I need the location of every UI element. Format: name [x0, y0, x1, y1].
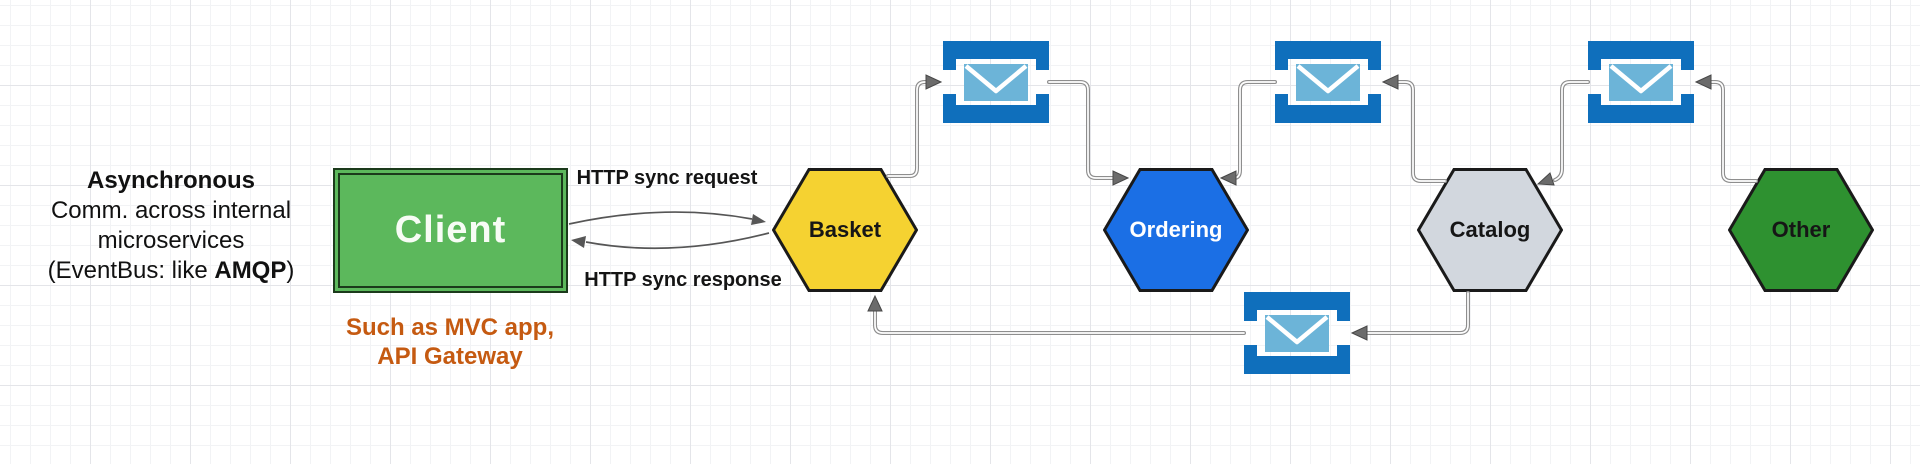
async-note-line4: (EventBus: like AMQP)	[47, 257, 295, 284]
service-node-other[interactable]: Other	[1728, 168, 1874, 292]
hexagon-shape	[772, 168, 918, 292]
arrowhead-icon	[1694, 74, 1712, 90]
envelope-flap	[1609, 64, 1673, 94]
service-node-basket[interactable]: Basket	[772, 168, 918, 292]
hexagon-shape	[1728, 168, 1874, 292]
arrowhead-icon	[571, 236, 586, 248]
http-sync-response-label: HTTP sync response	[584, 269, 782, 291]
envelope-icon	[1609, 64, 1673, 101]
envelope-icon	[1296, 64, 1360, 101]
bracket-bottom	[943, 94, 1049, 123]
envelope-icon	[1265, 315, 1329, 352]
edge-bus4-to-basket	[867, 294, 1246, 335]
client-node[interactable]: Client	[333, 168, 568, 293]
http-sync-request-label: HTTP sync request	[576, 167, 758, 189]
service-node-catalog[interactable]: Catalog	[1417, 168, 1563, 292]
bracket-top	[1244, 292, 1350, 321]
async-note-line2: Comm. across internal	[50, 197, 292, 224]
message-queue-icon[interactable]	[943, 41, 1049, 123]
edge-catalog-to-bus2	[1381, 74, 1447, 183]
service-label-ordering: Ordering	[1129, 217, 1223, 242]
async-note-line3: microservices	[97, 227, 245, 254]
arrowhead-icon	[867, 294, 883, 312]
envelope-flap	[1265, 315, 1329, 345]
service-node-ordering[interactable]: Ordering	[1103, 168, 1249, 292]
message-queue-icon[interactable]	[1588, 41, 1694, 123]
client-node-inner-border: Client	[338, 173, 563, 288]
edge-client-response-arc	[571, 232, 770, 250]
service-label-catalog: Catalog	[1449, 217, 1531, 242]
hexagon-shape	[1417, 168, 1563, 292]
bracket-bottom	[1588, 94, 1694, 123]
bracket-bottom	[1244, 345, 1350, 374]
arrowhead-icon	[751, 214, 766, 225]
bracket-bottom	[1275, 94, 1381, 123]
async-note-title: Asynchronous	[86, 167, 256, 194]
message-queue-icon[interactable]	[1244, 292, 1350, 374]
envelope-flap	[1296, 64, 1360, 94]
envelope-flap	[964, 64, 1028, 94]
bracket-top	[1588, 41, 1694, 70]
envelope-icon	[964, 64, 1028, 101]
service-label-other: Other	[1771, 217, 1831, 242]
arrowhead-icon	[925, 74, 943, 90]
hexagon-shape	[1103, 168, 1249, 292]
message-queue-icon[interactable]	[1275, 41, 1381, 123]
edge-basket-to-bus1	[886, 74, 943, 178]
edge-catalog-to-bus4	[1350, 291, 1470, 341]
bracket-top	[943, 41, 1049, 70]
arrowhead-icon	[1350, 325, 1368, 341]
client-label: Client	[394, 209, 507, 251]
service-label-basket: Basket	[808, 217, 882, 242]
edge-client-request-arc	[568, 211, 766, 225]
arrowhead-icon	[1381, 74, 1399, 90]
bracket-top	[1275, 41, 1381, 70]
async-note: Asynchronous Comm. across internal micro…	[15, 166, 327, 286]
edge-other-to-bus3	[1694, 74, 1758, 183]
client-caption: Such as MVC app, API Gateway	[345, 314, 555, 370]
